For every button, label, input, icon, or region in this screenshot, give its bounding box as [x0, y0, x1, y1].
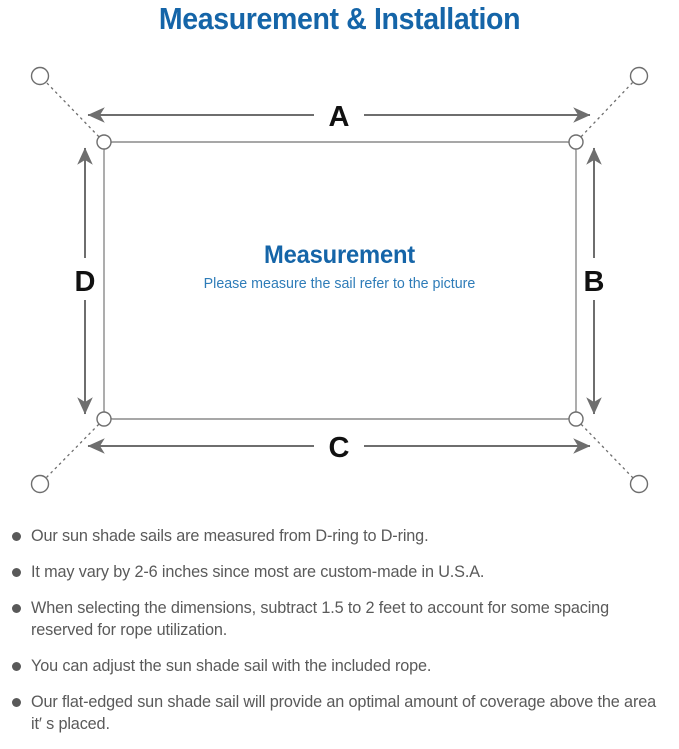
rope-line-top-left	[43, 79, 104, 142]
anchor-point-bottom-left	[30, 474, 50, 494]
sail-shape	[103, 141, 577, 420]
list-item: It may vary by 2-6 inches since most are…	[0, 561, 679, 583]
bullet-icon	[12, 662, 21, 671]
dimension-label-c: C	[329, 432, 350, 464]
bullet-icon	[12, 604, 21, 613]
note-text: It may vary by 2-6 inches since most are…	[31, 563, 485, 581]
page-title: Measurement & Installation	[158, 1, 521, 36]
d-ring-top-left	[96, 134, 112, 150]
list-item: Our flat-edged sun shade sail will provi…	[0, 691, 679, 735]
rope-line-bottom-left	[43, 419, 104, 481]
d-ring-top-right	[568, 134, 584, 150]
bullet-icon	[12, 698, 21, 707]
d-ring-bottom-left	[96, 411, 112, 427]
bullet-icon	[12, 532, 21, 541]
anchor-point-top-left	[30, 66, 50, 86]
anchor-point-top-right	[629, 66, 649, 86]
note-text: Our flat-edged sun shade sail will provi…	[31, 693, 656, 733]
bullet-icon	[12, 568, 21, 577]
dimension-label-d: D	[75, 266, 96, 298]
list-item: When selecting the dimensions, subtract …	[0, 597, 679, 641]
rope-line-bottom-right	[576, 419, 636, 481]
list-item: Our sun shade sails are measured from D-…	[0, 525, 679, 547]
dimension-label-a: A	[329, 101, 350, 133]
note-text: You can adjust the sun shade sail with t…	[31, 657, 432, 675]
note-text: Our sun shade sails are measured from D-…	[31, 527, 429, 545]
notes-list: Our sun shade sails are measured from D-…	[0, 525, 679, 749]
rope-line-top-right	[576, 79, 636, 142]
measurement-diagram: A C D B	[0, 48, 679, 518]
d-ring-bottom-right	[568, 411, 584, 427]
anchor-point-bottom-right	[629, 474, 649, 494]
list-item: You can adjust the sun shade sail with t…	[0, 655, 679, 677]
dimension-label-b: B	[584, 266, 605, 298]
note-text: When selecting the dimensions, subtract …	[31, 599, 609, 639]
